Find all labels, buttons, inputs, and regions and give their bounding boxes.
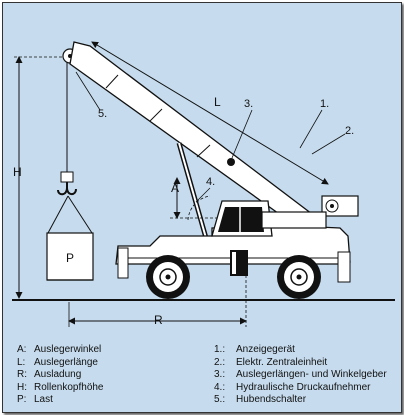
legend-item: 3.:Auslegerlängen- und Winkelgeber [214,369,387,381]
boom [69,41,314,227]
load-block [46,232,94,281]
counterweight [321,195,359,217]
front-wheel [146,255,190,299]
callout-2-label: 2. [345,125,354,137]
legend-item: A:Auslegerwinkel [17,344,102,355]
legend-item: 1.:Anzeigegerät [214,344,295,355]
hook-icon [57,171,77,196]
callout-5-label: 5. [98,108,107,120]
r-label: R [154,313,163,327]
turntable [261,211,327,229]
rear-wheel [277,255,321,299]
legend-item: H:Rollenkopfhöhe [17,381,104,393]
load-sling-left [47,195,69,234]
legend-dimensions: A:Auslegerwinkel L:Auslegerlänge R:Ausla… [17,344,192,407]
legend-components: 1.:Anzeigegerät 2.:Elektr. Zentraleinhei… [214,344,399,407]
sensor-dot [227,158,235,166]
legend-item: 2.:Elektr. Zentraleinheit [214,356,328,368]
legend-item: R:Ausladung [17,369,82,381]
a-angle-arc [187,195,211,221]
callout-4-label: 4. [206,176,215,188]
legend-item: 5.:Hubendschalter [214,394,307,406]
l-label: L [214,95,221,109]
a-label: A [171,181,179,195]
legend-item: P:Last [17,394,53,406]
front-bumper [117,247,129,279]
legend-item: 4.:Hydraulische Druckaufnehmer [214,381,371,393]
load-sling-right [67,195,93,234]
callout-3-label: 3. [244,98,253,110]
crane-cab [211,200,273,237]
p-label: P [66,251,74,265]
legend-item: L:Auslegerlänge [17,356,98,368]
callout-1-label: 1. [320,98,329,110]
outrigger [230,250,248,276]
rear-bumper [337,251,351,283]
l-dimension-line [91,41,329,185]
h-label: H [13,165,22,179]
